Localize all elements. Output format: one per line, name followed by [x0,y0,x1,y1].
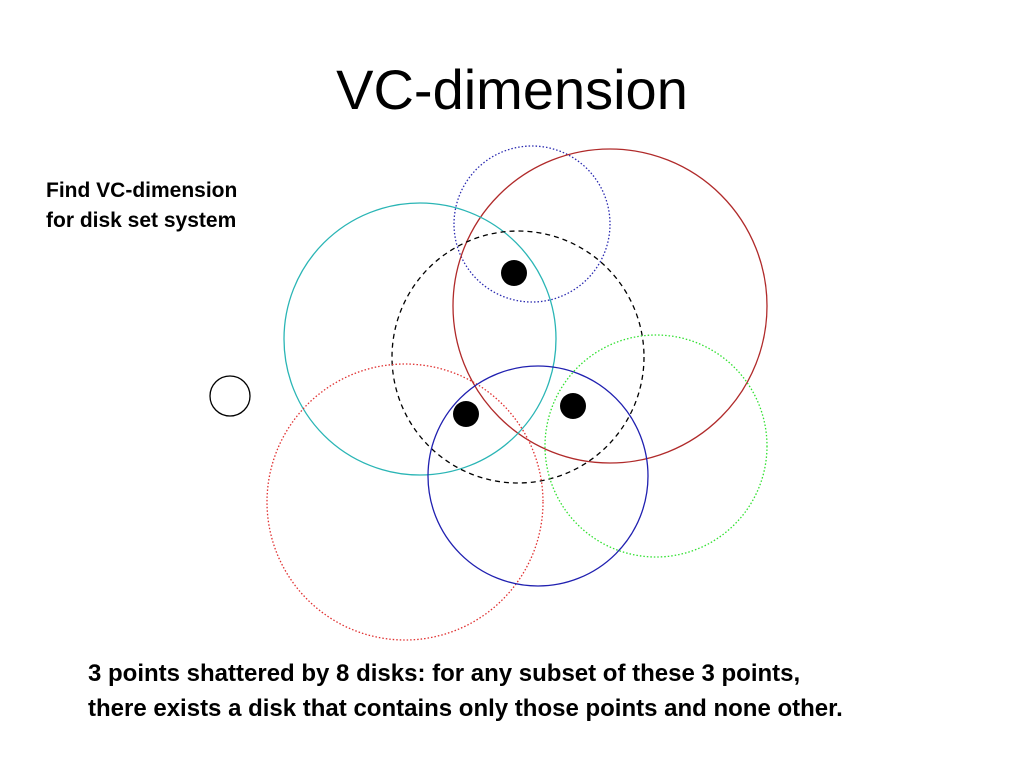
prompt-line-1: Find VC-dimension [46,179,238,202]
disk-teal [283,202,557,476]
disk-empty [209,375,251,417]
disk-blue-solid [427,365,649,587]
slide-title: VC-dimension [336,58,688,121]
point-top [501,260,527,286]
point-left [453,401,479,427]
caption-line-2: there exists a disk that contains only t… [88,695,843,722]
disk-red-dotted [266,363,544,641]
disk-green-dotted [544,334,768,558]
disk-black-dashed [391,230,645,484]
disk-red-solid [452,148,768,464]
point-right [560,393,586,419]
disk-blue-dotted [453,145,611,303]
caption-text: 3 points shattered by 8 disks: for any s… [88,656,843,726]
caption-line-1: 3 points shattered by 8 disks: for any s… [88,660,801,687]
prompt-line-2: for disk set system [46,209,237,232]
prompt-text: Find VC-dimension for disk set system [46,176,237,236]
